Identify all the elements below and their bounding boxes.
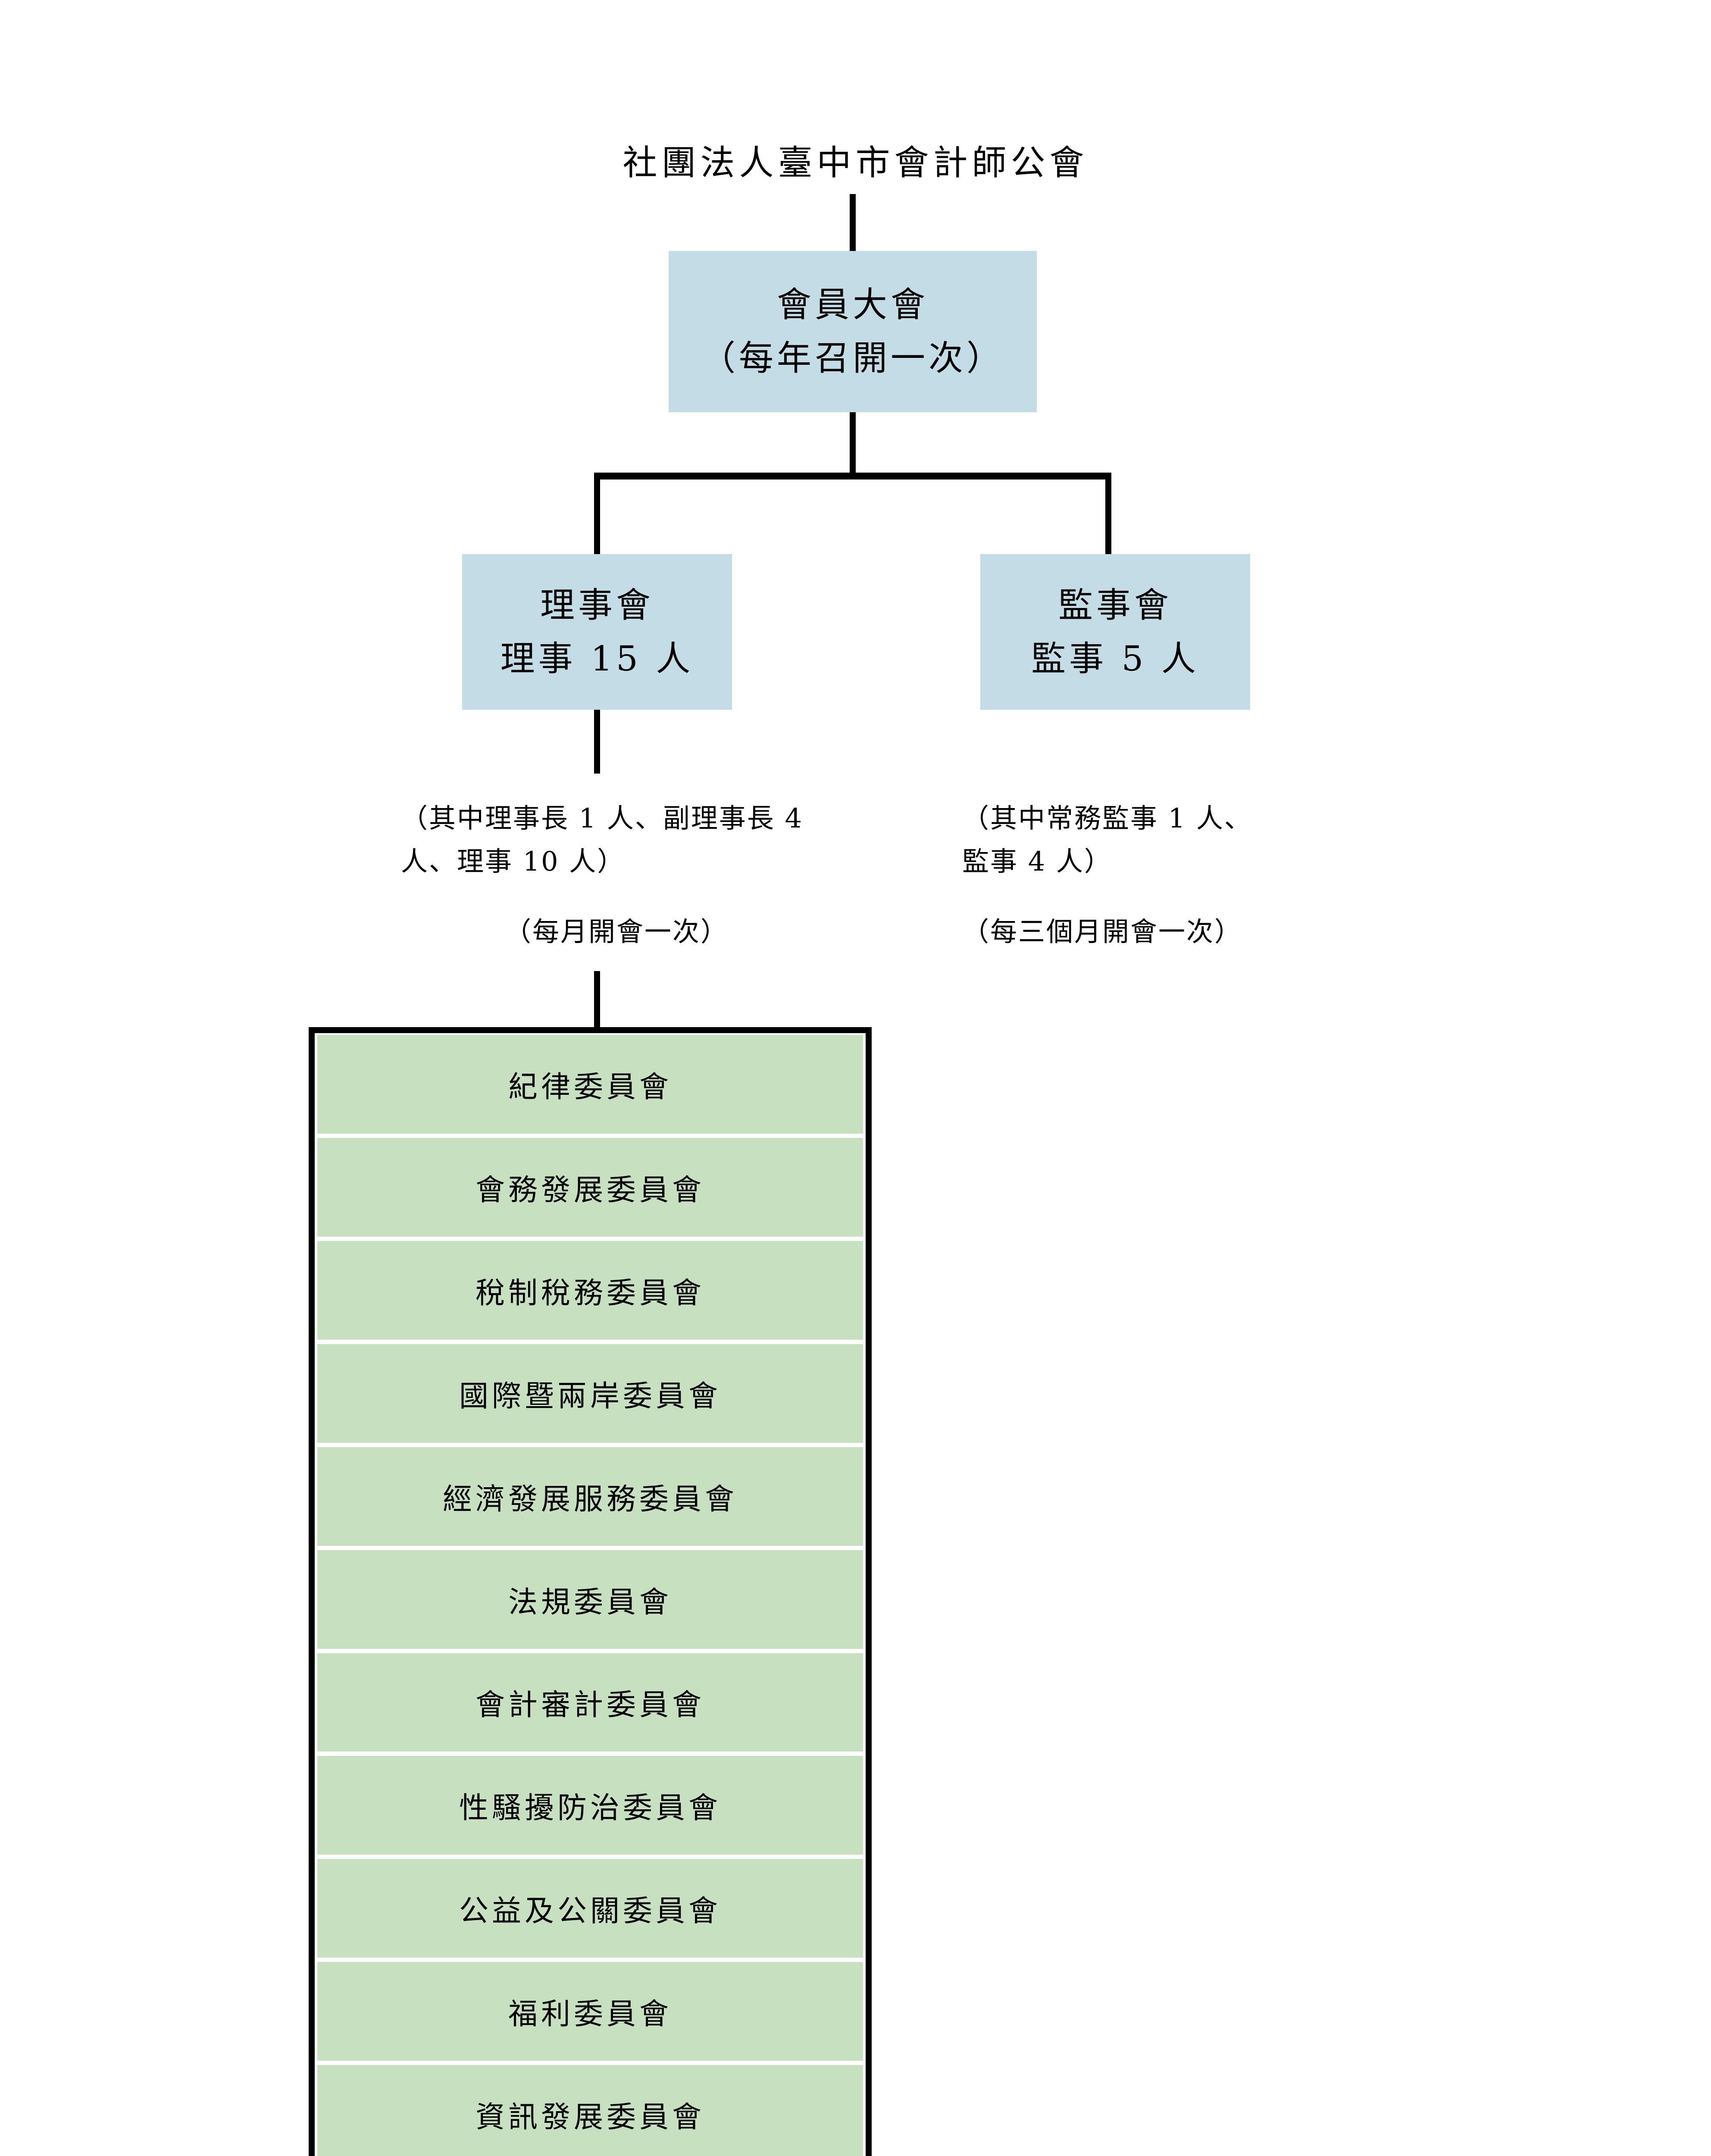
committee-item[interactable]: 國際暨兩岸委員會 [317, 1344, 863, 1443]
node-board-of-directors-title: 理事會 [540, 585, 654, 625]
note-board-of-directors-frequency: （每月開會一次） [504, 915, 729, 947]
note-board-of-supervisors-frequency: （每三個月開會一次） [962, 915, 1243, 947]
committee-item[interactable]: 資訊發展委員會 [317, 2065, 863, 2156]
node-board-of-directors: 理事會 理事 15 人 [462, 554, 732, 710]
committee-item[interactable]: 會計審計委員會 [317, 1653, 863, 1752]
note-board-of-directors-composition: （其中理事長 1 人、副理事長 4 人、理事 10 人） [401, 802, 804, 877]
node-member-assembly: 會員大會 （每年召開一次） [669, 251, 1037, 412]
connector-directors-down-upper [594, 710, 600, 774]
note-board-of-directors: （其中理事長 1 人、副理事長 4 人、理事 10 人） （每月開會一次） [401, 797, 832, 953]
committee-item[interactable]: 會務發展委員會 [317, 1138, 863, 1237]
committee-item[interactable]: 法規委員會 [317, 1550, 863, 1649]
node-board-of-directors-composition: 理事 15 人 [500, 638, 694, 679]
connector-title-to-assembly [850, 194, 856, 251]
committee-panel: 紀律委員會會務發展委員會稅制稅務委員會國際暨兩岸委員會經濟發展服務委員會法規委員… [309, 1027, 872, 2156]
organization-title: 社團法人臺中市會計師公會 [622, 143, 1089, 183]
connector-drop-to-supervisors [1105, 476, 1111, 555]
node-board-of-supervisors-composition: 監事 5 人 [1031, 638, 1199, 679]
node-board-of-supervisors: 監事會 監事 5 人 [980, 554, 1250, 710]
committee-item[interactable]: 福利委員會 [317, 1962, 863, 2061]
note-board-of-supervisors: （其中常務監事 1 人、監事 4 人） （每三個月開會一次） [962, 797, 1273, 953]
connector-horizontal-bar [594, 473, 1111, 479]
connector-directors-down-lower [594, 971, 600, 1028]
node-member-assembly-frequency: （每年召開一次） [701, 338, 1004, 378]
node-member-assembly-title: 會員大會 [777, 285, 929, 325]
note-board-of-supervisors-composition: （其中常務監事 1 人、監事 4 人） [962, 802, 1252, 877]
connector-drop-to-directors [594, 476, 600, 555]
committee-item[interactable]: 稅制稅務委員會 [317, 1241, 863, 1340]
node-board-of-supervisors-title: 監事會 [1058, 585, 1172, 625]
committee-item[interactable]: 性騷擾防治委員會 [317, 1756, 863, 1855]
committee-item[interactable]: 公益及公關委員會 [317, 1859, 863, 1958]
committee-item[interactable]: 經濟發展服務委員會 [317, 1447, 863, 1546]
committee-item[interactable]: 紀律委員會 [317, 1035, 863, 1134]
connector-assembly-down [850, 412, 856, 476]
